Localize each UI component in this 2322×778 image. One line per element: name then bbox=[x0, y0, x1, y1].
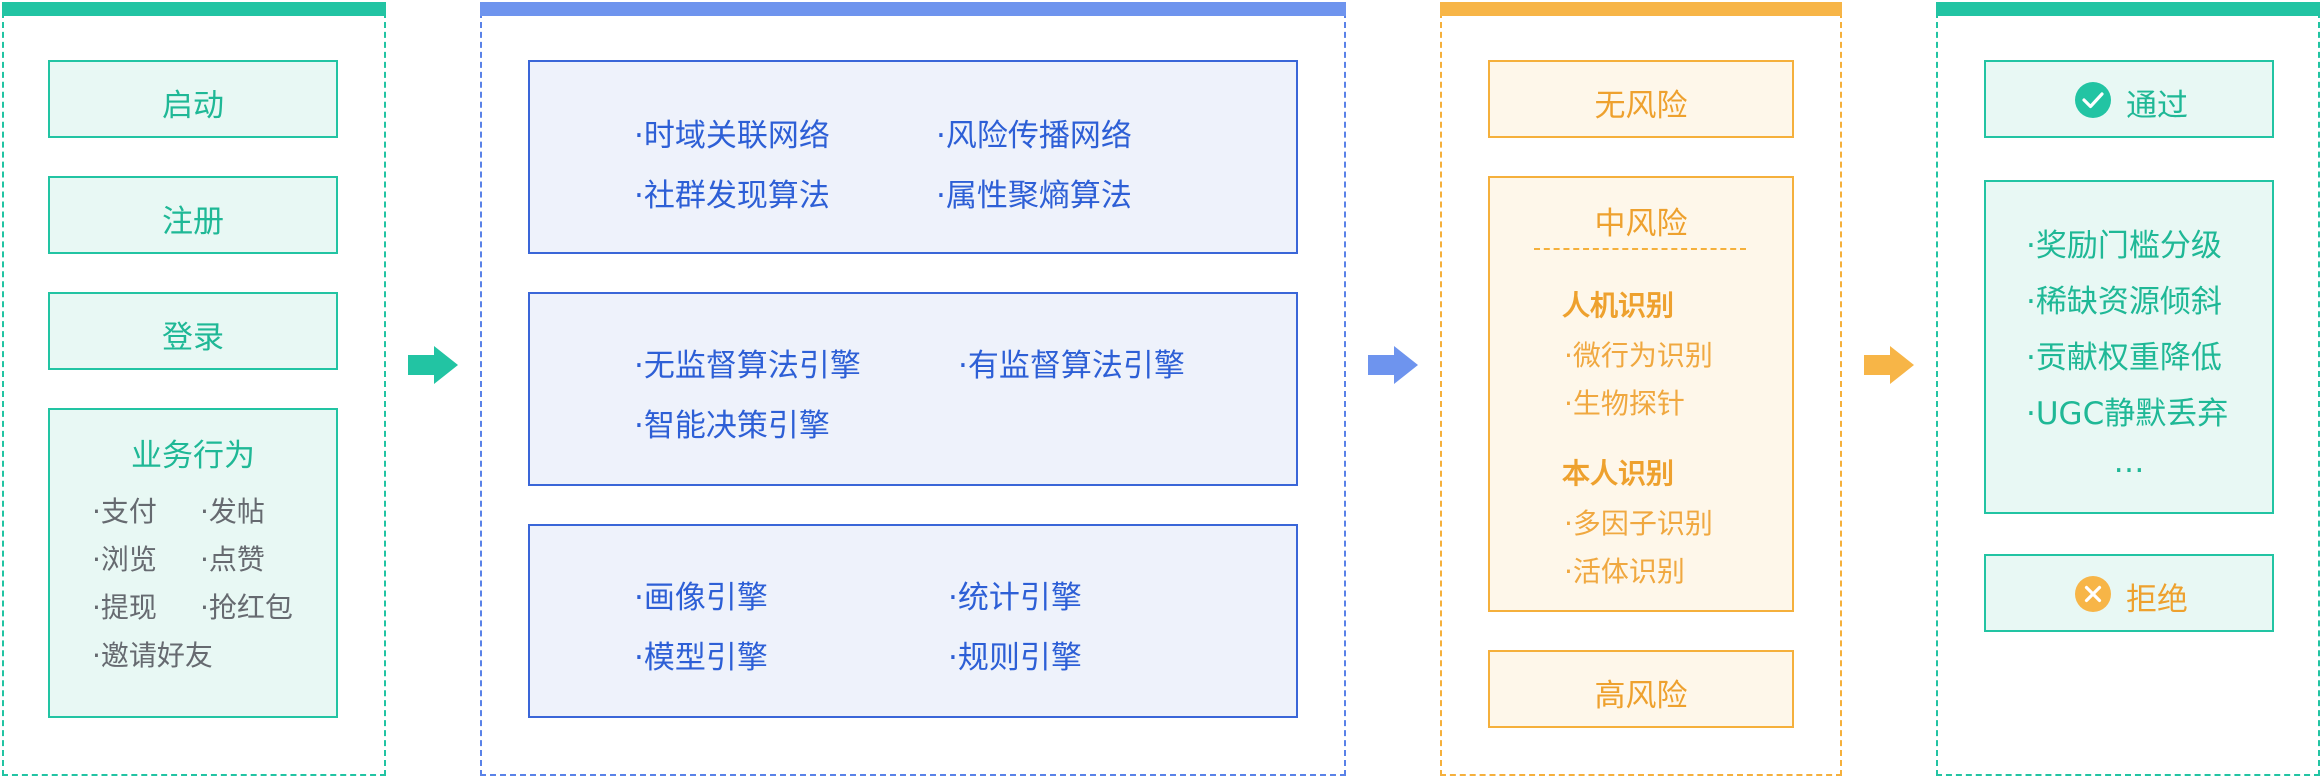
mid-risk-box: 中风险 人机识别 ·微行为识别 ·生物探针 本人识别 ·多因子识别 ·活体识别 bbox=[1488, 176, 1794, 612]
measures-ellipsis: … bbox=[2113, 444, 2145, 480]
algo-community-discovery: ·社群发现算法 bbox=[634, 178, 830, 214]
engine-rules: ·规则引擎 bbox=[948, 640, 1082, 676]
no-risk-label: 无风险 bbox=[1594, 88, 1688, 124]
login-label: 登录 bbox=[162, 320, 224, 356]
liveness-item: ·活体识别 bbox=[1564, 555, 1685, 588]
start-box: 启动 bbox=[48, 60, 338, 138]
no-risk-box: 无风险 bbox=[1488, 60, 1794, 138]
business-item-post: ·发帖 bbox=[200, 495, 265, 528]
register-label: 注册 bbox=[162, 204, 224, 240]
register-box: 注册 bbox=[48, 176, 338, 254]
check-circle-icon bbox=[2075, 82, 2111, 118]
x-circle-icon bbox=[2075, 576, 2111, 612]
stage2-panel bbox=[480, 2, 1346, 776]
business-item-browse: ·浏览 bbox=[92, 543, 157, 576]
base-engines-box: ·画像引擎 ·统计引擎 ·模型引擎 ·规则引擎 bbox=[528, 524, 1298, 718]
high-risk-label: 高风险 bbox=[1594, 678, 1688, 714]
reject-label: 拒绝 bbox=[2126, 582, 2188, 618]
measure-scarce-resource: ·稀缺资源倾斜 bbox=[2026, 284, 2222, 320]
measure-reward-threshold: ·奖励门槛分级 bbox=[2026, 228, 2222, 264]
engine-profile: ·画像引擎 bbox=[634, 580, 768, 616]
business-item-redpacket: ·抢红包 bbox=[200, 591, 293, 624]
arrow-right-icon bbox=[1864, 346, 1914, 384]
bio-probe-item: ·生物探针 bbox=[1564, 387, 1685, 420]
arrow-right-icon bbox=[408, 346, 458, 384]
algo-risk-propagation: ·风险传播网络 bbox=[936, 118, 1132, 154]
stage1-panel bbox=[2, 2, 386, 776]
measure-ugc-silent-drop: ·UGC静默丢弃 bbox=[2026, 396, 2229, 432]
mid-risk-title: 中风险 bbox=[1594, 206, 1688, 242]
arrow-right-icon bbox=[1368, 346, 1418, 384]
engine-decision: ·智能决策引擎 bbox=[634, 408, 830, 444]
stage2-topbar bbox=[480, 2, 1346, 16]
stage4-panel bbox=[1936, 2, 2320, 776]
micro-behavior-item: ·微行为识别 bbox=[1564, 339, 1713, 372]
stage1-topbar bbox=[2, 2, 386, 16]
start-label: 启动 bbox=[162, 88, 224, 124]
measures-box: ·奖励门槛分级 ·稀缺资源倾斜 ·贡献权重降低 ·UGC静默丢弃 … bbox=[1984, 180, 2274, 514]
engine-statistics: ·统计引擎 bbox=[948, 580, 1082, 616]
algo-temporal-network: ·时域关联网络 bbox=[634, 118, 830, 154]
business-title: 业务行为 bbox=[131, 438, 255, 474]
mid-risk-divider bbox=[1534, 248, 1746, 250]
network-algorithms-box: ·时域关联网络 ·风险传播网络 ·社群发现算法 ·属性聚熵算法 bbox=[528, 60, 1298, 254]
engine-unsupervised: ·无监督算法引擎 bbox=[634, 348, 861, 384]
measure-contribution-weight: ·贡献权重降低 bbox=[2026, 340, 2222, 376]
business-item-pay: ·支付 bbox=[92, 495, 157, 528]
business-item-like: ·点赞 bbox=[200, 543, 265, 576]
pass-label: 通过 bbox=[2126, 88, 2188, 124]
reject-box: 拒绝 bbox=[1984, 554, 2274, 632]
business-item-invite: ·邀请好友 bbox=[92, 639, 213, 672]
pass-box: 通过 bbox=[1984, 60, 2274, 138]
stage3-topbar bbox=[1440, 2, 1842, 16]
business-box: 业务行为 ·支付 ·发帖 ·浏览 ·点赞 ·提现 ·抢红包 ·邀请好友 bbox=[48, 408, 338, 718]
human-machine-title: 人机识别 bbox=[1562, 289, 1675, 322]
engine-model: ·模型引擎 bbox=[634, 640, 768, 676]
login-box: 登录 bbox=[48, 292, 338, 370]
algo-attribute-entropy: ·属性聚熵算法 bbox=[936, 178, 1132, 214]
stage4-topbar bbox=[1936, 2, 2320, 16]
multi-factor-item: ·多因子识别 bbox=[1564, 507, 1713, 540]
engine-algorithms-box: ·无监督算法引擎 ·有监督算法引擎 ·智能决策引擎 bbox=[528, 292, 1298, 486]
engine-supervised: ·有监督算法引擎 bbox=[958, 348, 1185, 384]
high-risk-box: 高风险 bbox=[1488, 650, 1794, 728]
stage3-panel bbox=[1440, 2, 1842, 776]
business-item-withdraw: ·提现 bbox=[92, 591, 157, 624]
identity-title: 本人识别 bbox=[1562, 457, 1675, 490]
